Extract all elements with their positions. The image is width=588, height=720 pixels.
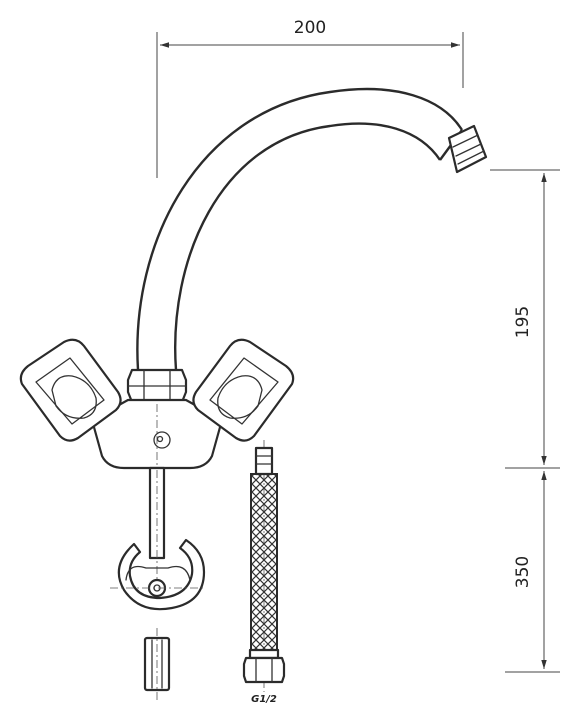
indicator-dot bbox=[153, 431, 171, 449]
flexible-hose: G1/2 bbox=[242, 440, 286, 705]
aerator-nozzle bbox=[447, 124, 488, 174]
left-handle bbox=[19, 338, 122, 442]
fixing-nut bbox=[143, 628, 171, 700]
threaded-rod bbox=[148, 466, 166, 600]
hex-nut bbox=[126, 368, 188, 404]
dimension-label-195: 195 bbox=[513, 306, 533, 338]
spout bbox=[136, 87, 488, 371]
dimension-vertical: 195 350 bbox=[490, 169, 560, 673]
dimension-label-350: 350 bbox=[513, 556, 533, 588]
right-handle bbox=[192, 338, 295, 442]
dimension-spout-reach: 200 bbox=[156, 18, 464, 178]
hose-nut bbox=[242, 656, 286, 684]
hose-thread-label: G1/2 bbox=[251, 694, 277, 705]
dimension-label-200: 200 bbox=[294, 18, 326, 38]
mounting-bracket bbox=[110, 538, 206, 611]
faucet-body bbox=[90, 398, 224, 470]
